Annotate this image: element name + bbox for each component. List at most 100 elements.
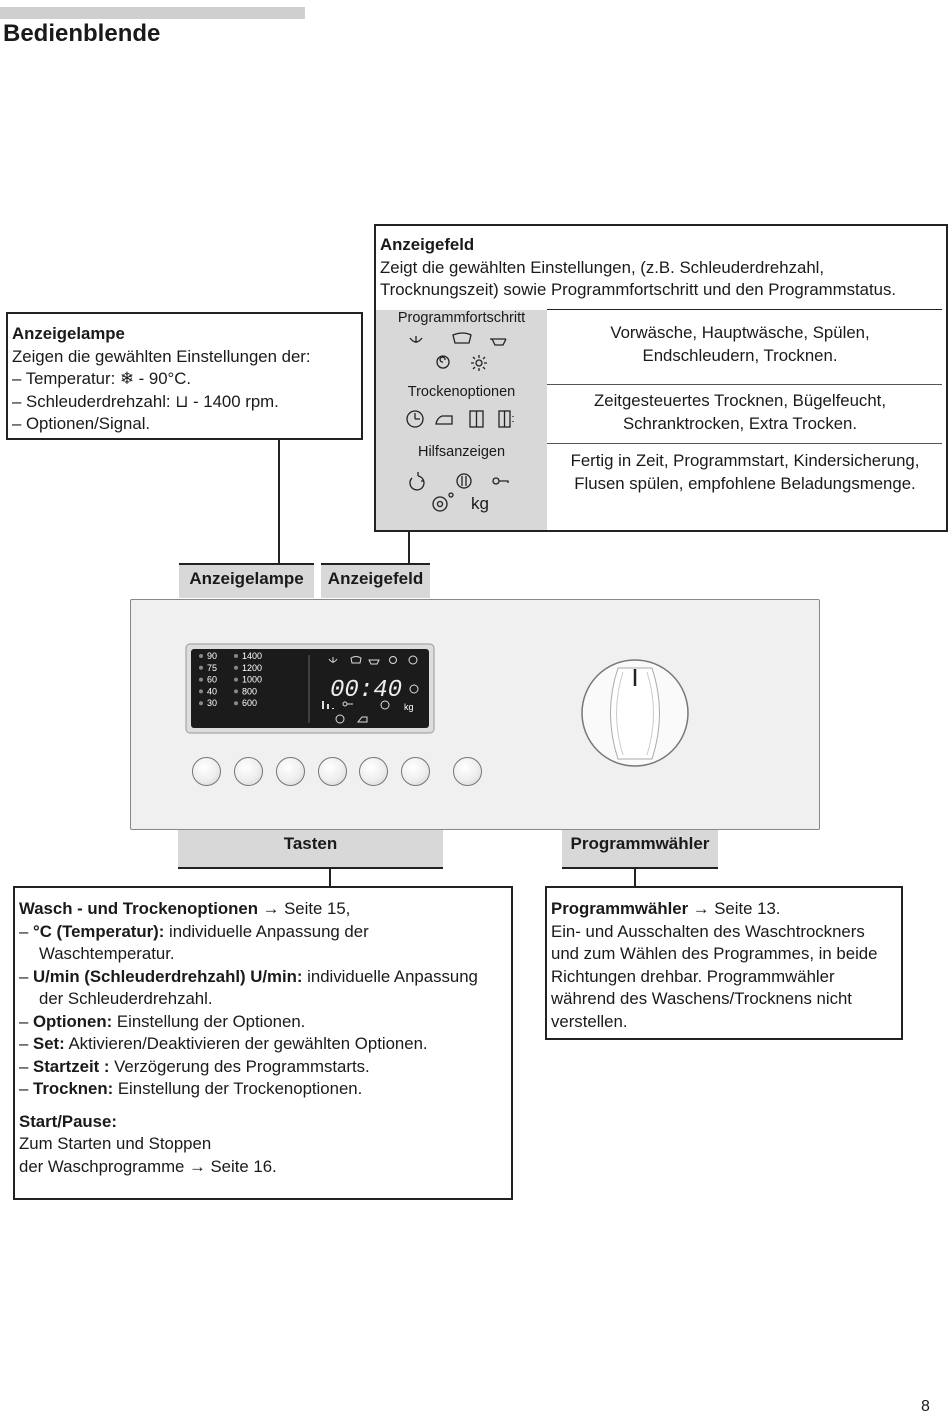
anzeigefeld-panel-label: Anzeigefeld <box>321 563 430 598</box>
indicator-dot <box>234 677 238 682</box>
list-item: U/min (Schleuderdrehzahl) U/min: individ… <box>19 966 503 1011</box>
list-item: Set: Aktivieren/Deaktivieren der gewählt… <box>19 1033 503 1056</box>
anzeigefeld-heading: Anzeigefeld <box>380 235 475 254</box>
temperatur-button[interactable] <box>192 757 221 786</box>
timed-dry-icon <box>406 410 424 428</box>
indicator-dot <box>234 665 238 670</box>
anzeigefeld-panel-label-text: Anzeigefeld <box>327 569 424 588</box>
trocknen-button[interactable] <box>401 757 430 786</box>
divider <box>547 384 942 385</box>
temperature-value: 60 <box>207 675 217 685</box>
item-text: individuelle Anpassung der Schleuderdreh… <box>39 966 478 1009</box>
extra-dry-icon <box>498 410 514 428</box>
finish-time-icon <box>409 472 425 491</box>
lint-rinse-icon <box>432 492 454 512</box>
anzeigelampe-list: Temperatur: ❄ - 90°C. Schleuderdrehzahl:… <box>12 368 361 436</box>
list-item: Schleuderdrehzahl: ⊔ - 1400 rpm. <box>12 391 361 414</box>
divider <box>547 309 942 310</box>
anzeigelampe-intro: Zeigen die gewählten Einstellungen der: <box>12 346 311 366</box>
list-item: °C (Temperatur): individuelle Anpassung … <box>19 921 503 966</box>
item-text: individuelle Anpassung der Waschtemperat… <box>39 921 369 964</box>
item-text: Einstellung der Trockenoptionen. <box>113 1079 363 1098</box>
list-item: Optionen/Signal. <box>12 413 361 436</box>
waehler-heading-line: Programmwähler → Seite 13. <box>551 898 891 921</box>
item-text: Einstellung der Optionen. <box>112 1011 306 1031</box>
rinse-icon <box>368 659 380 665</box>
indicator-dot <box>199 677 203 682</box>
trockenoptionen-icons <box>406 410 514 428</box>
hilfsanzeigen-label: Hilfsanzeigen <box>417 444 506 460</box>
anzeigelampe-heading: Anzeigelampe <box>12 324 125 343</box>
dry-icon <box>408 655 418 665</box>
trockenoptionen-label: Trockenoptionen <box>407 384 516 400</box>
indicator-dot <box>199 689 203 694</box>
display-digits: 00:40 <box>330 677 402 704</box>
start-pause-text: Zum Starten und Stoppen <box>19 1134 212 1153</box>
item-text: Aktivieren/Deaktivieren der gewählten Op… <box>64 1034 428 1053</box>
set-button[interactable] <box>318 757 347 786</box>
tasten-panel-label: Tasten <box>178 830 443 869</box>
item-term: U/min (Schleuderdrehzahl) U/min: <box>33 966 303 986</box>
temperature-value: 90 <box>207 651 217 661</box>
connector-line <box>634 868 636 887</box>
programmfortschritt-description: Vorwäsche, Hauptwäsche, Spülen, Endschle… <box>610 323 870 365</box>
prewash-icon <box>328 657 338 663</box>
iron-dry-icon <box>435 415 453 425</box>
indicator-dot <box>199 701 203 706</box>
timed-dry-icon <box>335 714 345 724</box>
kg-label: kg <box>471 494 489 513</box>
temperature-value: 30 <box>207 698 217 708</box>
waehler-text: Ein- und Ausschalten des Waschtrockners … <box>551 921 878 1031</box>
waehler-box: Programmwähler → Seite 13. Ein- und Auss… <box>545 886 903 1040</box>
programmfortschritt-icons <box>409 332 507 371</box>
anzeigefeld-label-column <box>376 310 547 530</box>
start-pause-heading: Start/Pause: <box>19 1111 117 1131</box>
waehler-heading-ref: → Seite 13. <box>688 899 781 918</box>
speed-value: 1400 <box>242 651 262 661</box>
speed-value: 1200 <box>242 663 262 673</box>
temperature-value: 40 <box>207 686 217 696</box>
list-item: Startzeit : Verzögerung des Programmstar… <box>19 1056 503 1079</box>
prewash-icon <box>409 336 423 343</box>
startzeit-button[interactable] <box>359 757 388 786</box>
tasten-panel-label-text: Tasten <box>283 834 338 853</box>
tasten-heading: Wasch - und Trockenoptionen <box>19 899 258 918</box>
connector-line <box>329 868 331 887</box>
start-pause-button[interactable] <box>453 757 482 786</box>
start-icon <box>456 473 472 489</box>
start-pause-text: der Waschprogramme → Seite 16. <box>19 1156 277 1176</box>
tasten-list: °C (Temperatur): individuelle Anpassung … <box>19 921 503 1101</box>
indicator-dot <box>234 701 238 706</box>
anzeigefeld-intro-block: Anzeigefeld Zeigt die gewählten Einstell… <box>380 234 940 302</box>
page-number: 8 <box>921 1398 930 1415</box>
anzeigelampe-panel-label-text: Anzeigelampe <box>189 569 304 588</box>
speed-value: 1000 <box>242 675 262 685</box>
tasten-box: Wasch - und Trockenoptionen → Seite 15, … <box>13 886 513 1200</box>
mainwash-icon <box>350 656 362 664</box>
indicator-dot <box>199 665 203 670</box>
display-kg: kg <box>404 702 414 712</box>
tasten-heading-line: Wasch - und Trockenoptionen → Seite 15, <box>19 898 511 921</box>
programmwaehler-panel-label: Programmwähler <box>562 830 718 869</box>
schleuderdrehzahl-button[interactable] <box>234 757 263 786</box>
list-item: Temperatur: ❄ - 90°C. <box>12 368 361 391</box>
optionen-button[interactable] <box>276 757 305 786</box>
indicator-dot <box>234 689 238 694</box>
program-dial[interactable] <box>578 656 693 771</box>
anzeigefeld-intro: Zeigt die gewählten Einstellungen, (z.B.… <box>380 257 897 300</box>
tasten-heading-ref: → Seite 15, <box>258 899 351 918</box>
item-term: Startzeit : <box>33 1056 110 1076</box>
hilfsanzeigen-description: Fertig in Zeit, Programmstart, Kindersic… <box>570 451 920 493</box>
anzeigelampe-panel-label: Anzeigelampe <box>179 563 314 598</box>
list-item: Optionen: Einstellung der Optionen. <box>19 1011 503 1034</box>
item-term: Optionen: <box>33 1011 113 1031</box>
key-icon <box>492 477 509 485</box>
programmwaehler-panel-label-text: Programmwähler <box>570 834 710 853</box>
item-text: Verzögerung des Programmstarts. <box>109 1056 370 1076</box>
lint-rinse-icon <box>380 700 390 710</box>
spin-icon <box>389 656 397 664</box>
temperature-value: 75 <box>207 663 217 673</box>
mainwash-icon <box>452 332 472 344</box>
dry-icon <box>471 355 487 371</box>
